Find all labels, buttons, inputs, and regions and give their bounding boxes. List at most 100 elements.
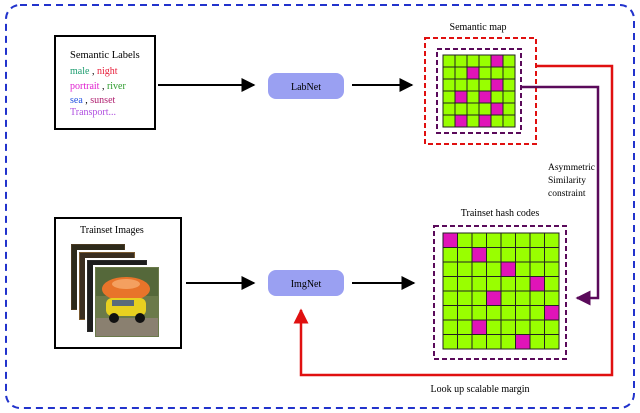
hash-code-cell-r7-c2: [471, 334, 487, 350]
semantic-map-purple-frame: [436, 48, 522, 134]
photo-shell-highlight: [112, 279, 140, 289]
semantic-map-cell-r5-c1: [454, 114, 468, 128]
semantic-map-cell-r3-c2: [466, 90, 480, 104]
hash-code-cell-r4-c1: [457, 290, 473, 306]
front-photo: [93, 265, 161, 339]
photo-car-wheel-left: [109, 313, 119, 323]
semantic-map-cell-r5-c5: [502, 114, 516, 128]
hash-code-cell-r2-c4: [500, 261, 516, 277]
label-portrait: portrait: [70, 81, 100, 92]
asymmetric-constraint-arrow: [521, 85, 600, 306]
label-sep: ,: [89, 66, 97, 77]
semantic-map-cell-r0-c4: [490, 54, 504, 68]
hash-code-cell-r1-c7: [544, 247, 560, 263]
hash-code-cell-r5-c4: [500, 305, 516, 321]
hash-code-cell-r3-c6: [529, 276, 545, 292]
semantic-label-line-4: Transport...: [70, 107, 116, 118]
semantic-map-cell-r4-c5: [502, 102, 516, 116]
semantic-map-cell-r1-c2: [466, 66, 480, 80]
semantic-labels-title: Semantic Labels: [70, 50, 140, 61]
photo-car-wheel-right: [135, 313, 145, 323]
label-male: male: [70, 66, 90, 77]
hash-code-cell-r3-c7: [544, 276, 560, 292]
asym-label-line-2: Similarity: [548, 176, 586, 186]
hash-code-cell-r4-c5: [515, 290, 531, 306]
hash-code-cell-r6-c0: [442, 319, 458, 335]
hash-codes-title: Trainset hash codes: [461, 208, 540, 219]
trainset-images-panel: Trainset Images: [54, 217, 182, 349]
semantic-map-grid: [442, 54, 516, 128]
hash-code-cell-r3-c5: [515, 276, 531, 292]
semantic-map-cell-r4-c1: [454, 102, 468, 116]
hash-code-cell-r0-c3: [486, 232, 502, 248]
semantic-labels-box: [54, 35, 156, 130]
semantic-map-cell-r3-c4: [490, 90, 504, 104]
imgnet-box: [268, 270, 344, 296]
hash-codes-frame: [433, 225, 567, 360]
hash-codes-grid: [442, 232, 560, 350]
hash-code-cell-r6-c4: [500, 319, 516, 335]
margin-label: Look up scalable margin: [431, 384, 530, 395]
semantic-map-cell-r3-c1: [454, 90, 468, 104]
hash-code-cell-r5-c3: [486, 305, 502, 321]
semantic-map-red-frame: [424, 37, 537, 145]
scalable-margin-arrow: [293, 64, 614, 377]
semantic-map-cell-r1-c5: [502, 66, 516, 80]
hash-code-cell-r0-c7: [544, 232, 560, 248]
semantic-map-cell-r0-c0: [442, 54, 456, 68]
hash-code-cell-r5-c0: [442, 305, 458, 321]
photo-road: [96, 318, 158, 336]
label-river: river: [107, 81, 127, 92]
semantic-map-cell-r4-c4: [490, 102, 504, 116]
semantic-label-line-1: male , night: [70, 66, 118, 77]
hash-code-cell-r7-c4: [500, 334, 516, 350]
hash-code-cell-r1-c2: [471, 247, 487, 263]
hash-code-cell-r3-c3: [486, 276, 502, 292]
semantic-map-cell-r4-c0: [442, 102, 456, 116]
semantic-map-cell-r2-c1: [454, 78, 468, 92]
imgnet-node: ImgNet: [268, 270, 344, 296]
semantic-map-cell-r5-c4: [490, 114, 504, 128]
hash-code-cell-r7-c1: [457, 334, 473, 350]
hash-code-cell-r4-c2: [471, 290, 487, 306]
hash-code-cell-r1-c5: [515, 247, 531, 263]
semantic-map-cell-r1-c3: [478, 66, 492, 80]
semantic-map-cell-r2-c3: [478, 78, 492, 92]
hash-code-cell-r7-c7: [544, 334, 560, 350]
labnet-node: LabNet: [268, 73, 344, 99]
hash-code-cell-r6-c3: [486, 319, 502, 335]
hash-code-cell-r3-c2: [471, 276, 487, 292]
hash-code-cell-r5-c5: [515, 305, 531, 321]
semantic-map-cell-r2-c4: [490, 78, 504, 92]
semantic-labels-panel: Semantic Labels male , night portrait , …: [54, 35, 156, 130]
trainset-images-title: Trainset Images: [80, 225, 144, 236]
hash-code-cell-r2-c7: [544, 261, 560, 277]
hash-code-cell-r5-c6: [529, 305, 545, 321]
semantic-map-cell-r1-c1: [454, 66, 468, 80]
hash-code-cell-r2-c1: [457, 261, 473, 277]
semantic-map-cell-r2-c2: [466, 78, 480, 92]
semantic-map-cell-r5-c0: [442, 114, 456, 128]
hash-code-cell-r5-c7: [544, 305, 560, 321]
hash-code-cell-r2-c6: [529, 261, 545, 277]
hash-code-cell-r6-c7: [544, 319, 560, 335]
label-sea: sea: [70, 95, 83, 106]
semantic-label-line-2: portrait , river: [70, 81, 126, 92]
hash-code-cell-r4-c4: [500, 290, 516, 306]
hash-code-cell-r6-c6: [529, 319, 545, 335]
image-stack: [69, 242, 161, 339]
hash-code-cell-r1-c4: [500, 247, 516, 263]
asym-label-line-3: constraint: [548, 189, 586, 199]
semantic-label-line-3: sea , sunset: [70, 95, 116, 106]
label-night: night: [97, 66, 118, 77]
labnet-box: [268, 73, 344, 99]
hash-code-cell-r0-c0: [442, 232, 458, 248]
hash-code-cell-r3-c4: [500, 276, 516, 292]
hash-code-cell-r4-c7: [544, 290, 560, 306]
semantic-map-cell-r3-c5: [502, 90, 516, 104]
semantic-map-cell-r3-c0: [442, 90, 456, 104]
asym-label-line-1: Asymmetric: [548, 163, 595, 173]
hash-code-cell-r0-c1: [457, 232, 473, 248]
hash-code-cell-r2-c2: [471, 261, 487, 277]
hash-code-cell-r1-c0: [442, 247, 458, 263]
